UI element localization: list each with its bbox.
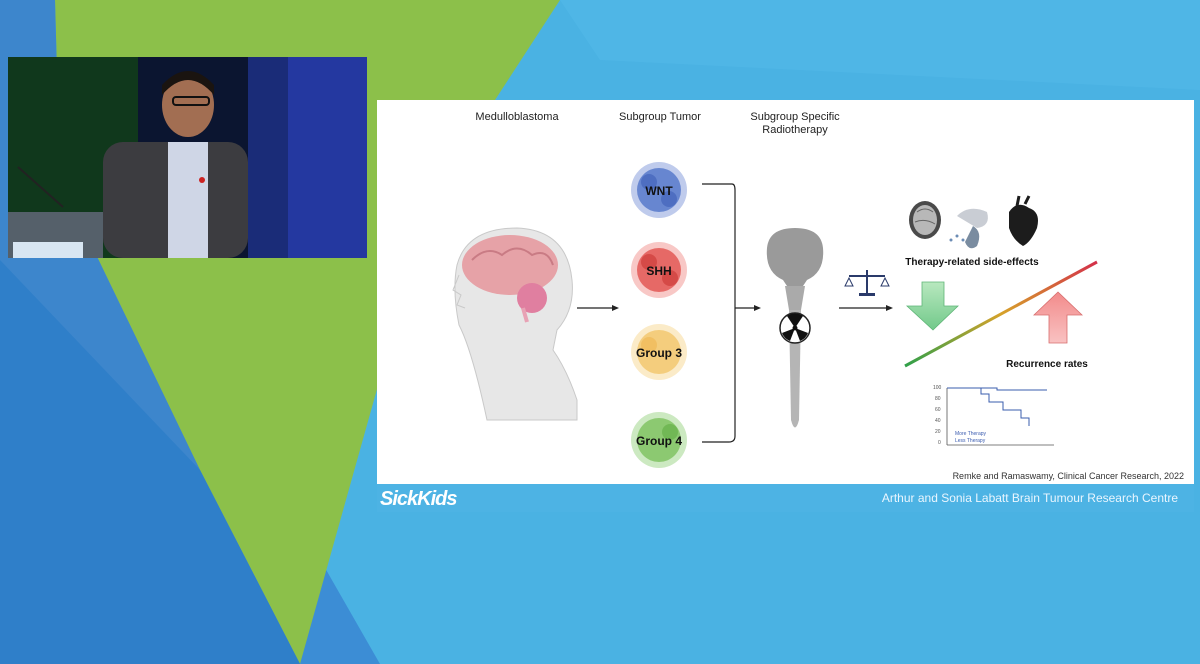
chart-legend-less: Less Therapy bbox=[955, 438, 986, 444]
balance-scale-icon bbox=[844, 270, 890, 296]
slide-illustration bbox=[452, 162, 1098, 468]
brain-scan-icon bbox=[909, 201, 941, 239]
subgroup-tumor-header: Subgroup Tumor bbox=[619, 111, 701, 123]
subgroup-label-wnt: WNT bbox=[645, 184, 673, 198]
chart-legend-more: More Therapy bbox=[955, 431, 987, 437]
group3-tumor-cluster bbox=[631, 324, 687, 380]
group4-tumor-cluster bbox=[631, 412, 687, 468]
survival-mini-chart bbox=[946, 387, 1054, 446]
presentation-slide: Medulloblastoma Subgroup Tumor Subgroup … bbox=[377, 100, 1194, 484]
chart-tick: 0 bbox=[938, 440, 941, 446]
brain-spinal-cord-illustration bbox=[766, 228, 824, 428]
chart-tick: 40 bbox=[935, 418, 941, 424]
increase-arrow-icon bbox=[1033, 291, 1083, 344]
citation: Remke and Ramaswamy, Clinical Cancer Res… bbox=[952, 471, 1184, 481]
wnt-tumor-cluster bbox=[631, 162, 687, 218]
hearing-icon bbox=[949, 208, 988, 249]
medulloblastoma-header: Medulloblastoma bbox=[475, 111, 559, 123]
research-centre-name: Arthur and Sonia Labatt Brain Tumour Res… bbox=[881, 491, 1178, 505]
chart-tick: 100 bbox=[933, 385, 942, 391]
subgroup-label-group4: Group 4 bbox=[635, 434, 682, 448]
head-illustration bbox=[452, 227, 578, 421]
subgroup-label-shh: SHH bbox=[646, 264, 672, 278]
decrease-arrow-icon bbox=[905, 281, 959, 331]
chart-tick: 20 bbox=[935, 429, 941, 435]
radiotherapy-header: Subgroup Specific Radiotherapy bbox=[750, 111, 840, 136]
chart-tick: 80 bbox=[935, 396, 941, 402]
side-effects-label: Therapy-related side-effects bbox=[905, 257, 1039, 268]
subgroup-label-group3: Group 3 bbox=[635, 346, 682, 360]
shh-tumor-cluster bbox=[631, 242, 687, 298]
speaker-video-feed bbox=[8, 57, 367, 258]
heart-icon bbox=[1009, 195, 1038, 246]
recurrence-label: Recurrence rates bbox=[1006, 359, 1088, 370]
sickkids-logo: SickKids bbox=[380, 488, 457, 510]
slide-footer: SickKids Arthur and Sonia Labatt Brain T… bbox=[377, 484, 1194, 512]
chart-tick: 60 bbox=[935, 407, 941, 413]
